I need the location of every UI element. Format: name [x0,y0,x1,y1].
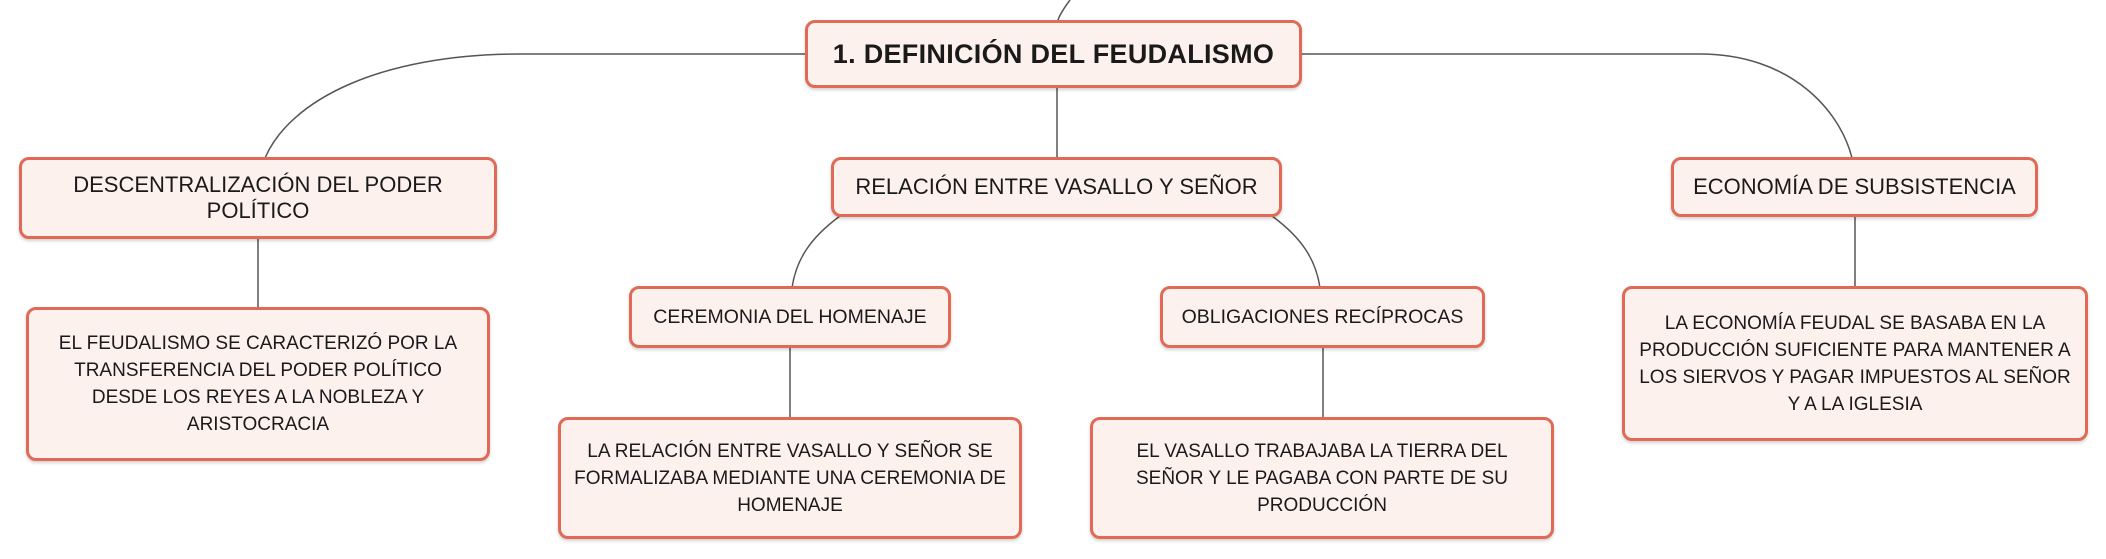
root-node[interactable]: 1. DEFINICIÓN DEL FEUDALISMO [805,20,1302,88]
detail-obligaciones[interactable]: EL VASALLO TRABAJABA LA TIERRA DEL SEÑOR… [1090,417,1554,539]
node-relacion[interactable]: RELACIÓN ENTRE VASALLO Y SEÑOR [831,157,1282,217]
node-descentralizacion-label: DESCENTRALIZACIÓN DEL PODER POLÍTICO [73,172,443,223]
connector-relacion-obligaciones [1271,215,1321,289]
connector-root-economia [1302,53,1853,159]
connector-parent-root [1057,0,1071,21]
detail-descentralizacion[interactable]: EL FEUDALISMO SE CARACTERIZÓ POR LA TRAN… [26,307,490,461]
node-obligaciones[interactable]: OBLIGACIONES RECÍPROCAS [1160,286,1485,348]
node-economia[interactable]: ECONOMÍA DE SUBSISTENCIA [1671,157,2038,217]
node-relacion-label: RELACIÓN ENTRE VASALLO Y SEÑOR [855,174,1258,199]
detail-ceremonia-text: LA RELACIÓN ENTRE VASALLO Y SEÑOR SE FOR… [574,440,1006,516]
detail-descentralizacion-text: EL FEUDALISMO SE CARACTERIZÓ POR LA TRAN… [58,333,458,435]
node-ceremonia[interactable]: CEREMONIA DEL HOMENAJE [629,286,951,348]
detail-economia[interactable]: LA ECONOMÍA FEUDAL SE BASABA EN LA PRODU… [1622,286,2088,441]
detail-obligaciones-text: EL VASALLO TRABAJABA LA TIERRA DEL SEÑOR… [1135,440,1509,516]
detail-ceremonia[interactable]: LA RELACIÓN ENTRE VASALLO Y SEÑOR SE FOR… [558,417,1022,539]
root-label: 1. DEFINICIÓN DEL FEUDALISMO [832,38,1275,69]
node-ceremonia-label: CEREMONIA DEL HOMENAJE [653,305,927,328]
connector-root-descentralizacion [264,53,806,159]
connector-relacion-ceremonia [791,215,841,289]
detail-economia-text: LA ECONOMÍA FEUDAL SE BASABA EN LA PRODU… [1639,312,2071,415]
node-economia-label: ECONOMÍA DE SUBSISTENCIA [1693,174,2016,199]
node-obligaciones-label: OBLIGACIONES RECÍPROCAS [1181,305,1464,328]
node-descentralizacion[interactable]: DESCENTRALIZACIÓN DEL PODER POLÍTICO [19,157,497,239]
